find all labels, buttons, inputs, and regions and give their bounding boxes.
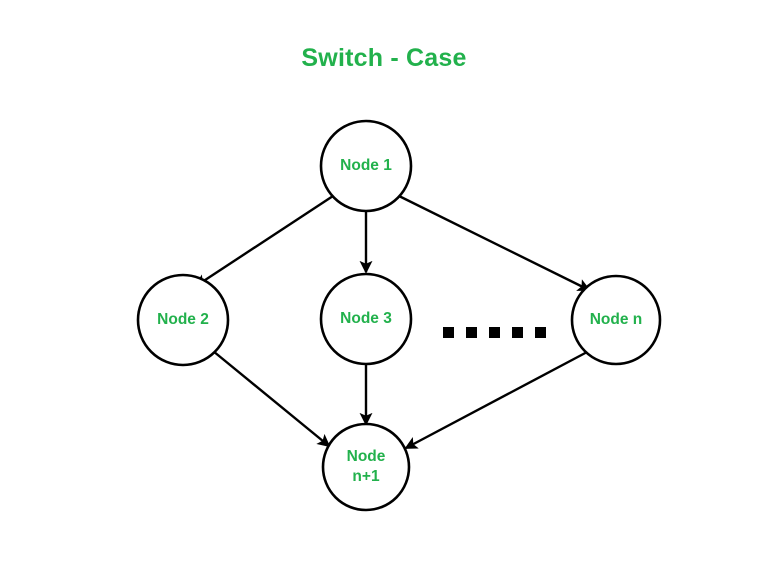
edge-node1-to-node2 [194,194,334,288]
node-circle-noden [570,274,662,366]
ellipsis-dot-4 [512,327,523,338]
ellipsis-dot-1 [443,327,454,338]
node-label-noden: Node n [590,311,643,328]
node-noden[interactable]: Node n [570,274,662,366]
node-circle-noden1 [321,422,411,512]
node-node3[interactable]: Node 3 [319,272,413,366]
node-label-node3: Node 3 [340,310,392,327]
ellipsis-dot-5 [535,327,546,338]
ellipsis-dots [443,327,546,338]
node-circle-node1 [319,119,413,213]
ellipsis-dot-2 [466,327,477,338]
node-circle-node2 [136,273,230,367]
edge-group [194,194,591,450]
node-node2[interactable]: Node 2 [136,273,230,367]
edge-node2-to-noden1 [212,350,331,448]
edge-noden-to-noden1 [404,349,590,450]
node-label-node2: Node 2 [157,311,209,328]
node-circle-node3 [319,272,413,366]
node-label-node1: Node 1 [340,157,392,174]
edge-node1-to-noden [398,194,591,292]
page-title: Switch - Case [301,44,466,72]
ellipsis-dot-3 [489,327,500,338]
node-node1[interactable]: Node 1 [319,119,413,213]
